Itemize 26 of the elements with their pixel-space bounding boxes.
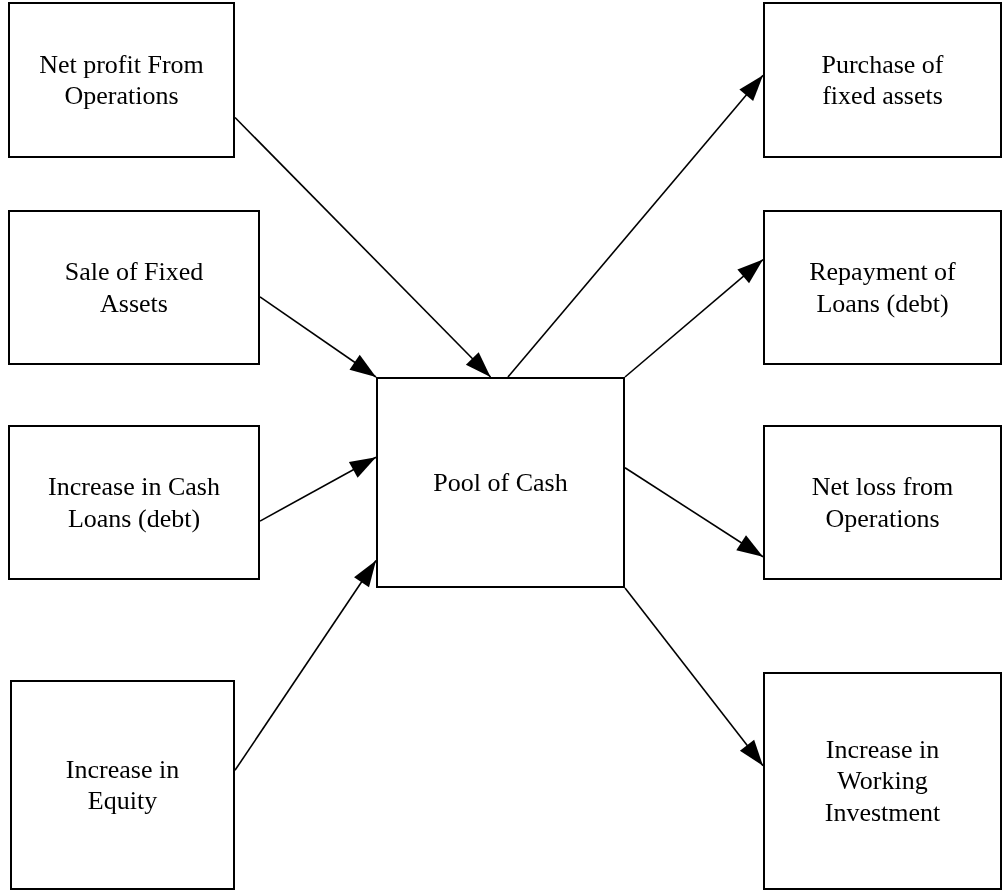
process-box [10,680,235,890]
box-label: Sale of Fixed Assets [63,256,205,319]
arrow [234,116,492,378]
box-label: Increase in Equity [64,753,181,817]
process-box [763,210,1002,365]
arrow [624,587,764,767]
arrow [624,258,764,378]
box-label: Purchase of fixed assets [820,48,945,112]
arrow [259,456,377,522]
box-label: Increase in Cash Loans (debt) [48,471,220,534]
process-box [763,672,1002,890]
process-box [763,425,1002,580]
box-label: Repayment of Loans (debt) [808,256,957,319]
box-label: Net profit From Operations [38,48,205,112]
arrow [624,466,764,558]
arrow [507,74,764,378]
box-label: Net loss from Operations [810,471,955,534]
arrow [259,296,377,378]
arrow [234,559,377,772]
process-box [763,2,1002,158]
box-label: Pool of Cash [433,466,568,499]
process-box [8,210,260,365]
box-label: Increase in Working Investment [823,734,942,828]
process-box [376,377,625,588]
process-box [8,425,260,580]
process-box [8,2,235,158]
